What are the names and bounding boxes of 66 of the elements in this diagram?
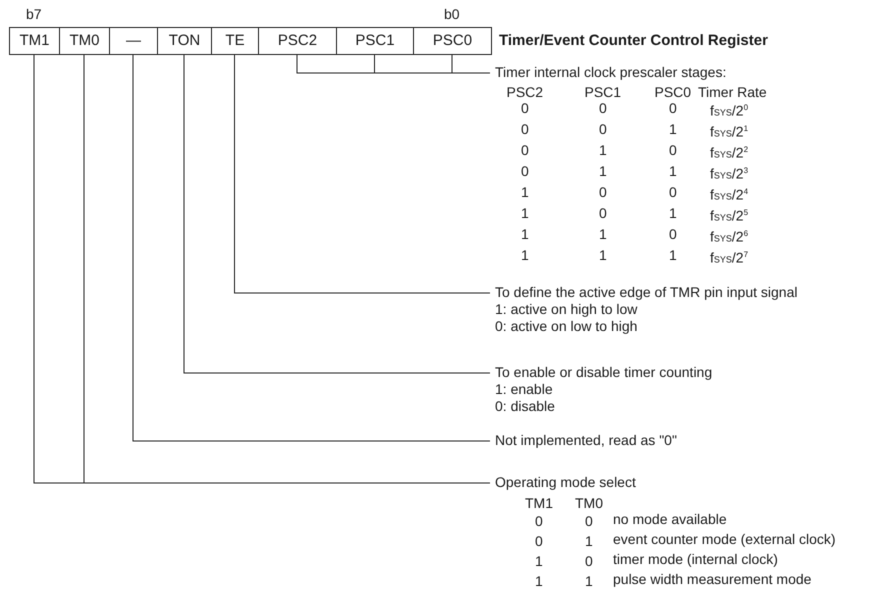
- register-bit-field: TE: [211, 27, 259, 55]
- register-bit-field: —: [109, 27, 158, 55]
- bit-value: 1: [535, 573, 543, 589]
- description-heading: Operating mode select: [495, 474, 636, 491]
- bit-value: 0: [585, 553, 593, 569]
- bit-value: 0: [535, 513, 543, 529]
- register-title: Timer/Event Counter Control Register: [499, 33, 768, 49]
- bit-value: 1: [521, 184, 529, 200]
- mode-description: timer mode (internal clock): [613, 551, 778, 567]
- description-line: 0: active on low to high: [495, 318, 638, 335]
- bit-number: b0: [444, 6, 460, 22]
- bit-value: 0: [599, 100, 607, 116]
- description-line: 0: disable: [495, 398, 556, 415]
- bit-value: 1: [599, 142, 607, 158]
- bit-value: 0: [669, 142, 677, 158]
- column-header: Timer Rate: [698, 84, 767, 100]
- bit-value: 1: [669, 205, 677, 221]
- column-header: PSC1: [584, 84, 622, 100]
- bit-value: 1: [585, 533, 593, 549]
- description-line: 1: active on high to low: [495, 301, 638, 318]
- register-bit-field: TM1: [9, 27, 60, 55]
- bit-value: 1: [535, 553, 543, 569]
- bit-value: 1: [585, 573, 593, 589]
- mode-description: pulse width measurement mode: [613, 571, 812, 587]
- register-bit-field: TM0: [59, 27, 110, 55]
- bit-value: 0: [535, 533, 543, 549]
- description-heading: To define the active edge of TMR pin input signal: [495, 284, 798, 301]
- description-line: 1: enable: [495, 381, 554, 398]
- column-header: PSC0: [654, 84, 692, 100]
- bit-value: 1: [521, 247, 529, 263]
- bit-value: 0: [599, 205, 607, 221]
- bit-value: 1: [599, 247, 607, 263]
- bit-value: 1: [669, 163, 677, 179]
- register-bit-field: PSC2: [258, 27, 337, 55]
- bit-value: 0: [669, 226, 677, 242]
- bit-value: 1: [599, 163, 607, 179]
- bit-value: 0: [521, 100, 529, 116]
- leader-line: [132, 54, 490, 442]
- column-header: PSC2: [506, 84, 544, 100]
- bit-value: 0: [669, 100, 677, 116]
- mode-description: event counter mode (external clock): [613, 531, 836, 547]
- bit-value: 1: [521, 226, 529, 242]
- bit-number: b7: [26, 6, 42, 22]
- register-bit-field: PSC0: [413, 27, 492, 55]
- bit-value: 0: [521, 163, 529, 179]
- bit-value: 1: [669, 121, 677, 137]
- description-heading: Not implemented, read as "0": [495, 432, 677, 449]
- bit-value: 0: [599, 121, 607, 137]
- bit-value: 0: [585, 513, 593, 529]
- bit-value: 0: [669, 184, 677, 200]
- bit-value: 1: [521, 205, 529, 221]
- mode-description: no mode available: [613, 511, 727, 527]
- register-bit-field: PSC1: [336, 27, 414, 55]
- register-bit-field: TON: [157, 27, 212, 55]
- column-header: TM1: [525, 495, 553, 511]
- leader-line: [452, 54, 490, 74]
- bit-value: 0: [599, 184, 607, 200]
- leader-line: [234, 54, 490, 294]
- column-header: TM0: [575, 495, 603, 511]
- bit-value: 1: [669, 247, 677, 263]
- bit-value: 0: [521, 121, 529, 137]
- leader-line: [184, 54, 490, 374]
- description-heading: Timer internal clock prescaler stages:: [495, 64, 726, 81]
- bit-value: 1: [599, 226, 607, 242]
- description-heading: To enable or disable timer counting: [495, 364, 712, 381]
- bit-value: 0: [521, 142, 529, 158]
